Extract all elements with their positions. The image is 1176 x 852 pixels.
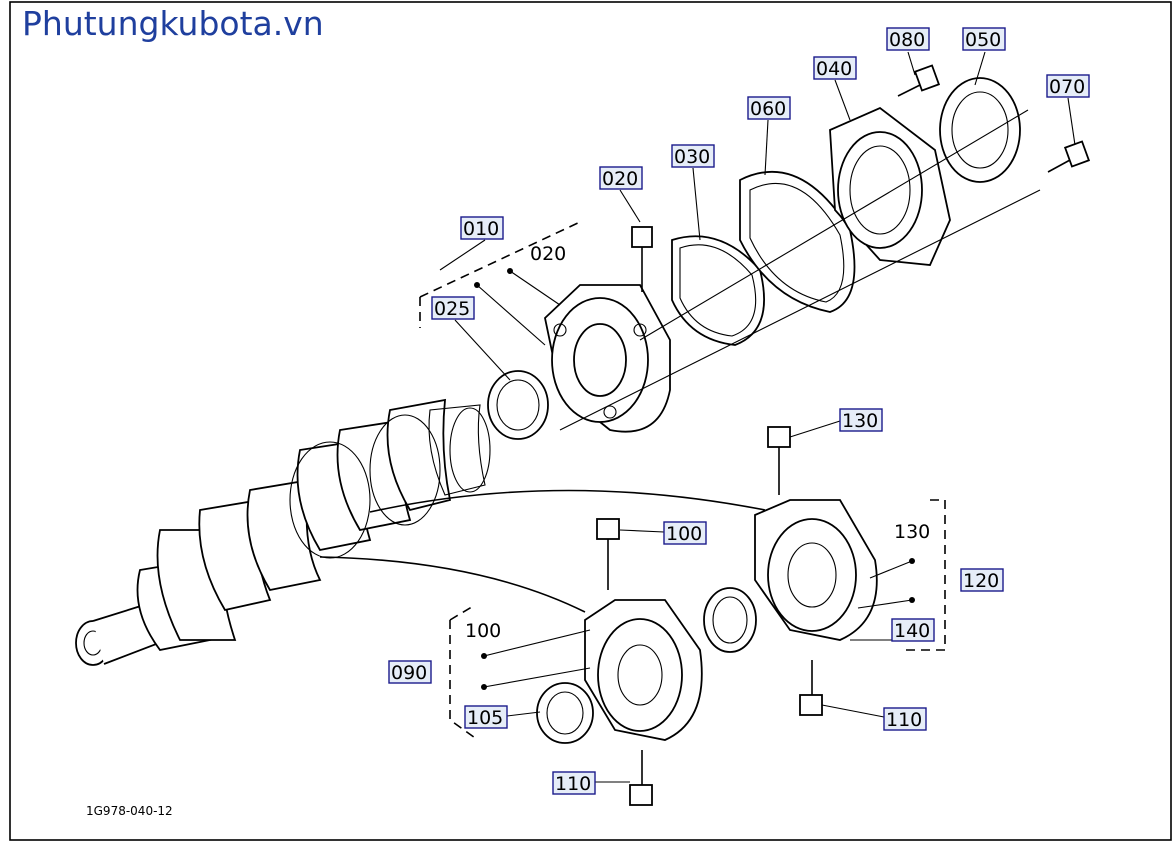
- bushing-105: [536, 682, 594, 744]
- gasket-030: [671, 235, 765, 346]
- bushing-025: [487, 370, 549, 440]
- bolt-110-left: [629, 750, 653, 806]
- callout-box-025[interactable]: [431, 296, 475, 320]
- crankshaft: [75, 398, 491, 666]
- leader-lines: [439, 51, 1076, 783]
- callout-090: 090: [391, 662, 427, 684]
- bearing-housing-120: [754, 499, 878, 641]
- group-label-020: 020: [530, 243, 566, 265]
- bolt-130: [767, 426, 791, 495]
- bolt-100: [596, 518, 620, 590]
- callout-060: 060: [750, 98, 786, 120]
- callout-box-070[interactable]: [1046, 74, 1090, 98]
- callout-040: 040: [816, 58, 852, 80]
- bolt-110-right: [799, 660, 823, 716]
- callout-box-010[interactable]: [460, 216, 504, 240]
- gasket-060: [739, 171, 856, 313]
- bearing-housing-upper: [544, 284, 671, 433]
- group-label-130: 130: [894, 521, 930, 543]
- callout-box-080[interactable]: [886, 27, 930, 51]
- callout-025: 025: [434, 298, 470, 320]
- callout-080: 080: [889, 29, 925, 51]
- callout-110-left: 110: [555, 773, 591, 795]
- oil-seal-050: [939, 77, 1021, 183]
- callout-030: 030: [674, 146, 710, 168]
- callout-box-120[interactable]: [960, 568, 1004, 592]
- callout-box-100[interactable]: [663, 521, 707, 545]
- group-label-100: 100: [465, 620, 501, 642]
- drawing-code: 1G978-040-12: [86, 804, 173, 818]
- callout-box-050[interactable]: [962, 27, 1006, 51]
- brand-watermark: Phutungkubota.vn: [22, 4, 324, 43]
- callout-140: 140: [894, 620, 930, 642]
- callout-130: 130: [842, 410, 878, 432]
- callout-100: 100: [666, 523, 702, 545]
- callout-box-140[interactable]: [891, 618, 935, 642]
- callout-070: 070: [1049, 76, 1085, 98]
- callout-105: 105: [467, 707, 503, 729]
- callout-box-105[interactable]: [464, 705, 508, 729]
- callout-box-060[interactable]: [747, 96, 791, 120]
- bushing-140: [703, 587, 757, 653]
- callout-box-110-right[interactable]: [883, 707, 927, 731]
- bolt-020: [631, 226, 653, 292]
- callout-box-090[interactable]: [388, 660, 432, 684]
- oil-seal-case-040: [829, 106, 951, 266]
- callout-120: 120: [963, 570, 999, 592]
- callout-box-030[interactable]: [671, 144, 715, 168]
- callout-box-020[interactable]: [599, 166, 643, 190]
- page-border: [9, 1, 1172, 841]
- callout-020: 020: [602, 168, 638, 190]
- callout-box-110-left[interactable]: [552, 771, 596, 795]
- callout-050: 050: [965, 29, 1001, 51]
- callout-box-040[interactable]: [813, 56, 857, 80]
- bearing-housing-090: [584, 599, 703, 741]
- callout-110-right: 110: [886, 709, 922, 731]
- callout-010: 010: [463, 218, 499, 240]
- bolt-070: [1047, 140, 1091, 173]
- callout-box-130[interactable]: [839, 408, 883, 432]
- bolt-080: [897, 64, 941, 97]
